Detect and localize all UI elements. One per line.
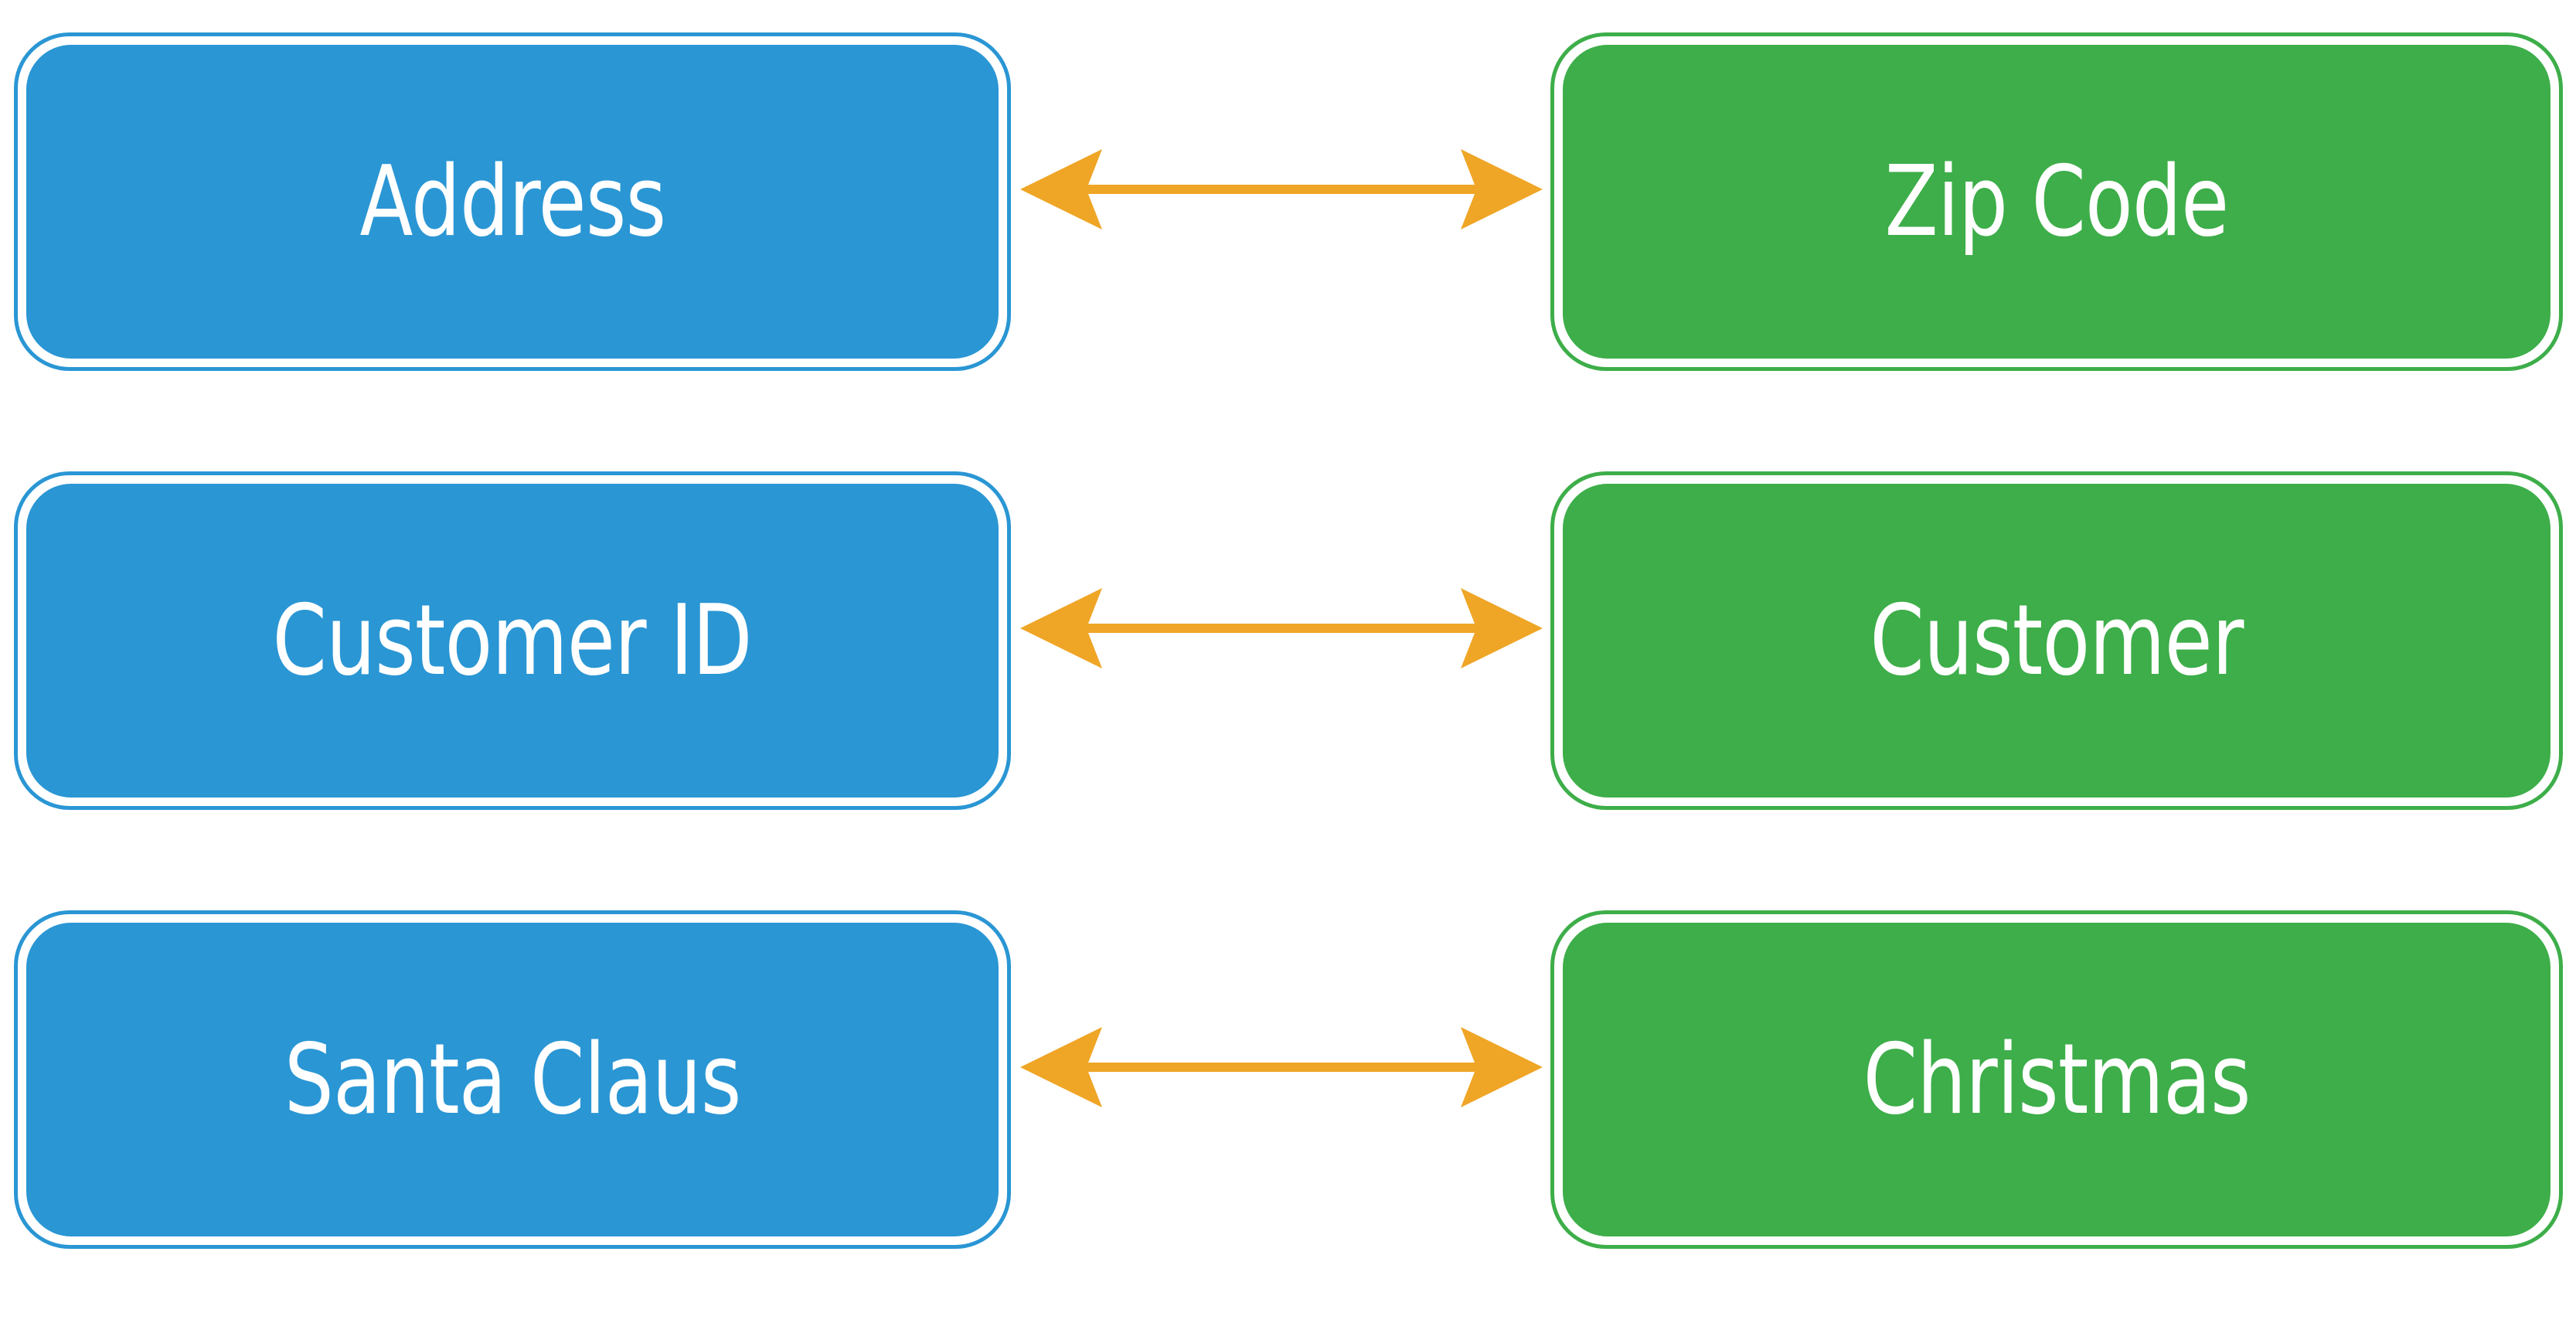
node-right-fill: Customer: [1563, 484, 2550, 798]
connector-arrow-row-1: [1020, 20, 1543, 359]
node-left-fill: Customer ID: [26, 484, 999, 798]
double-headed-arrow-icon: [1020, 1027, 1543, 1107]
node-right-zip-code[interactable]: Zip Code: [1550, 32, 2563, 371]
diagram-row: Address Zip Code: [0, 20, 2576, 383]
node-right-fill: Zip Code: [1563, 45, 2550, 359]
node-right-christmas[interactable]: Christmas: [1550, 910, 2563, 1249]
node-right-customer[interactable]: Customer: [1550, 471, 2563, 810]
connector-arrow-row-2: [1020, 459, 1543, 798]
node-right-fill: Christmas: [1563, 923, 2550, 1236]
diagram-row: Santa Claus Christmas: [0, 898, 2576, 1261]
node-label: Address: [359, 145, 666, 258]
diagram-row: Customer ID Customer: [0, 459, 2576, 822]
node-label: Santa Claus: [284, 1022, 742, 1136]
node-left-fill: Santa Claus: [26, 923, 999, 1236]
connector-arrow-row-3: [1020, 898, 1543, 1236]
double-headed-arrow-icon: [1020, 149, 1543, 230]
node-left-address[interactable]: Address: [14, 32, 1011, 371]
node-left-customer-id[interactable]: Customer ID: [14, 471, 1011, 810]
node-label: Zip Code: [1884, 145, 2230, 258]
node-left-fill: Address: [26, 45, 999, 359]
double-headed-arrow-icon: [1020, 588, 1543, 668]
node-left-santa-claus[interactable]: Santa Claus: [14, 910, 1011, 1249]
node-label: Christmas: [1863, 1022, 2251, 1136]
node-label: Customer ID: [272, 583, 753, 697]
node-label: Customer: [1870, 583, 2244, 697]
